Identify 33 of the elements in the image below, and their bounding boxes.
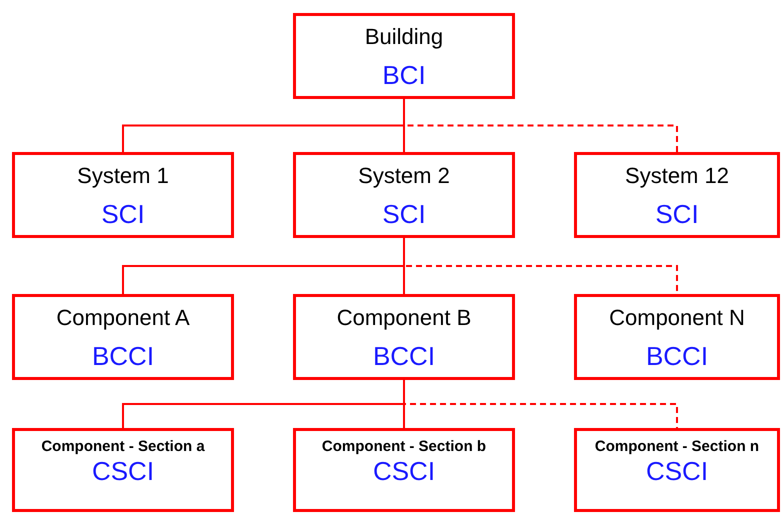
hierarchy-box [293,152,515,238]
hierarchy-box [574,428,780,512]
code-label: BCCI [646,341,708,371]
connector-line [403,99,678,152]
hierarchy-box [574,294,780,380]
box-title: Component - Section a [40,437,206,457]
hierarchy-box [12,428,234,512]
box-title: Component B [336,304,472,332]
box-title: System 2 [358,162,450,190]
hierarchy-box [293,13,515,99]
box-title: System 1 [77,162,169,190]
box-title: Component - Section b [320,437,488,457]
hierarchy-box [293,294,515,380]
connector-line [403,238,678,294]
hierarchy-box [293,428,515,512]
code-label: SCI [101,199,145,229]
box-title: System 12 [625,162,729,190]
code-label: CSCI [92,457,154,485]
code-label: SCI [655,199,699,229]
code-label: BCCI [92,341,154,371]
code-label: BCI [382,60,426,90]
code-label: SCI [382,199,426,229]
box-title: Component A [56,304,190,332]
connector-line [403,380,678,428]
hierarchy-box [12,294,234,380]
code-label: CSCI [372,457,436,485]
box-title: Component N [609,304,745,332]
box-title: Component - Section n [594,437,760,457]
code-label: CSCI [646,457,708,485]
box-title: Building [364,23,444,51]
code-label: BCCI [372,341,436,371]
hierarchy-box [574,152,780,238]
hierarchy-box [12,152,234,238]
